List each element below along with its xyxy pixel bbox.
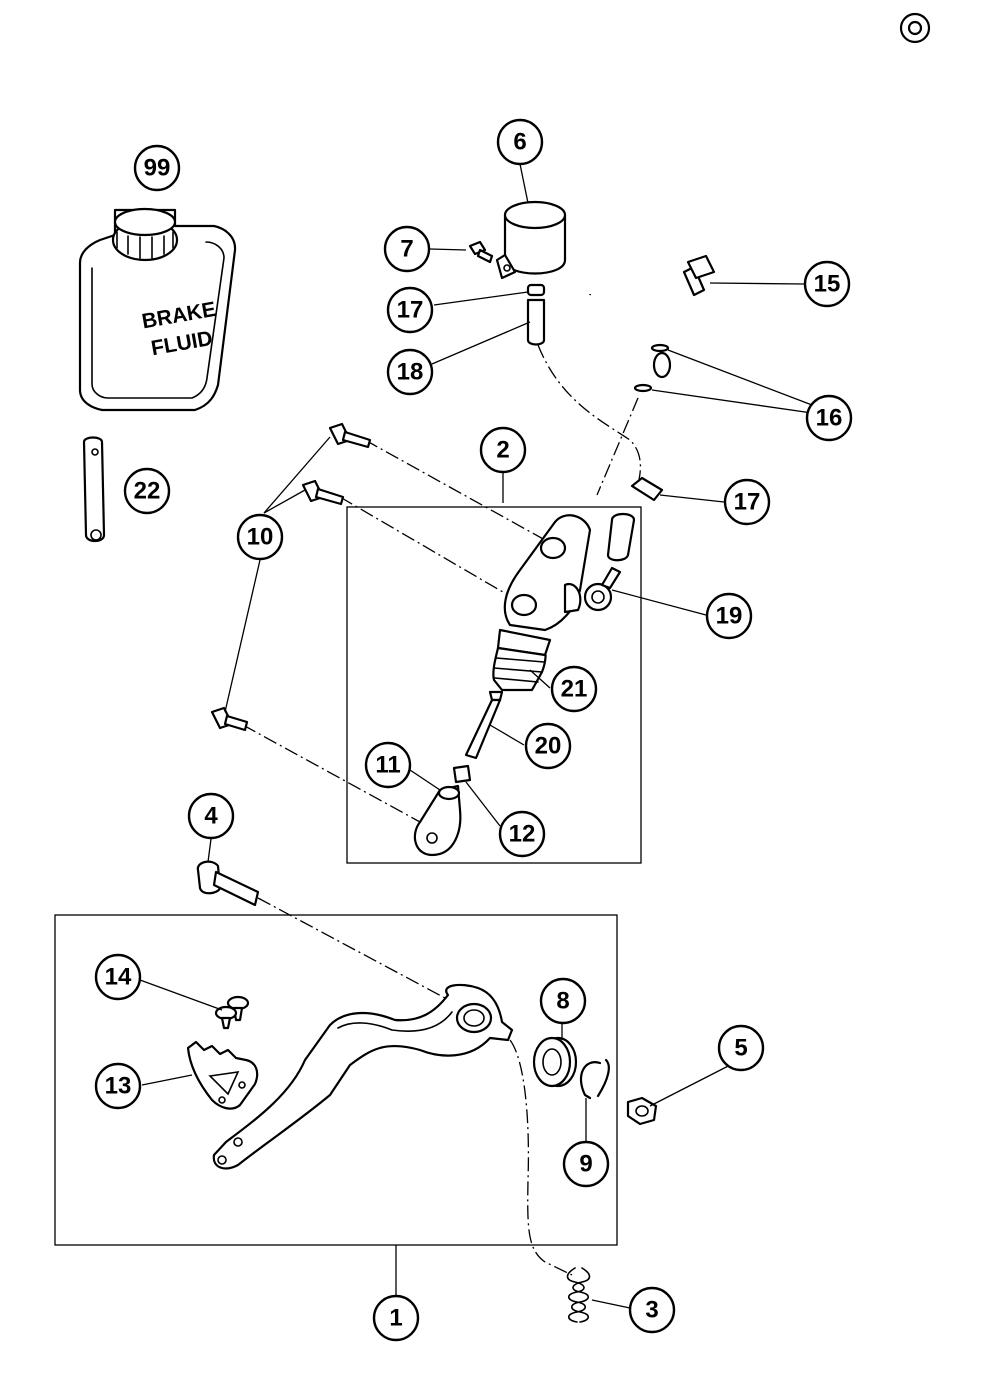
svg-text:15: 15 [814,271,841,298]
callout-3: 3 [628,1286,676,1334]
svg-text:8: 8 [556,988,569,1015]
leader-lines [139,163,813,1309]
master-cylinder [496,514,592,657]
callout-17-right: 17 [723,478,771,526]
banjo-bolt-15 [682,254,716,297]
callout-14: 14 [94,953,142,1001]
callout-13: 13 [94,1062,142,1110]
assembly-lines [242,344,642,1276]
svg-text:3: 3 [645,1297,658,1324]
step-plate-13 [186,1040,259,1110]
nut-12 [452,764,472,784]
assembly-frame-brake-pedal [54,914,618,1246]
svg-text:5: 5 [734,1035,747,1062]
brake-hose [580,12,931,379]
callout-5: 5 [717,1024,765,1072]
callout-18: 18 [386,348,434,396]
svg-text:4: 4 [204,803,218,830]
svg-text:13: 13 [105,1073,132,1100]
brake-fluid-bottle: BRAKE FLUID [78,207,237,412]
circlip-9 [579,1058,610,1100]
clevis-11 [413,784,462,857]
callout-15: 15 [803,260,851,308]
callout-20: 20 [524,722,572,770]
callout-2: 2 [479,426,527,474]
callout-22: 22 [123,467,171,515]
callout-21: 21 [550,665,598,713]
callout-12: 12 [498,810,546,858]
pushrod-20 [464,690,504,760]
callout-10: 10 [236,513,284,561]
boot-21 [492,646,547,692]
svg-text:19: 19 [716,603,743,630]
svg-text:22: 22 [134,478,161,505]
banjo-19 [583,566,622,612]
callout-11: 11 [364,741,412,789]
callout-8: 8 [539,977,587,1025]
callout-6: 6 [496,118,544,166]
callout-9: 9 [562,1140,610,1188]
callout-17-top: 17 [386,286,434,334]
svg-text:9: 9 [579,1151,592,1178]
svg-text:6: 6 [513,129,526,156]
svg-text:2: 2 [496,437,509,464]
svg-text:17: 17 [734,489,761,516]
spring-3 [566,1267,591,1323]
hose-connector-17 [606,476,664,562]
svg-text:16: 16 [816,405,843,432]
svg-text:10: 10 [247,524,274,551]
svg-text:18: 18 [397,359,424,386]
svg-text:1: 1 [389,1305,402,1332]
svg-text:17: 17 [397,297,424,324]
callout-19: 19 [705,592,753,640]
washers-16 [633,343,670,393]
screw-7 [468,240,494,264]
callout-99: 99 [133,144,181,192]
hose-18 [526,298,546,346]
svg-text:14: 14 [105,964,132,991]
bolt-4 [196,860,260,907]
svg-text:20: 20 [535,733,562,760]
svg-text:99: 99 [144,155,171,182]
fluid-reservoir [495,200,567,297]
svg-text:12: 12 [509,821,536,848]
bearing-8 [532,1036,578,1088]
callout-4: 4 [187,792,235,840]
svg-text:21: 21 [561,676,588,703]
cotter-pin-22 [82,436,106,543]
nut-5 [626,1096,658,1126]
bolts-10 [210,422,372,732]
screws-14 [214,995,250,1030]
callout-1: 1 [372,1294,420,1342]
svg-text:11: 11 [375,752,400,779]
svg-text:7: 7 [400,236,413,263]
callout-7: 7 [383,225,431,273]
brake-pedal [212,983,514,1170]
assembly-frame-master-cylinder [346,506,642,864]
callout-16: 16 [805,394,853,442]
